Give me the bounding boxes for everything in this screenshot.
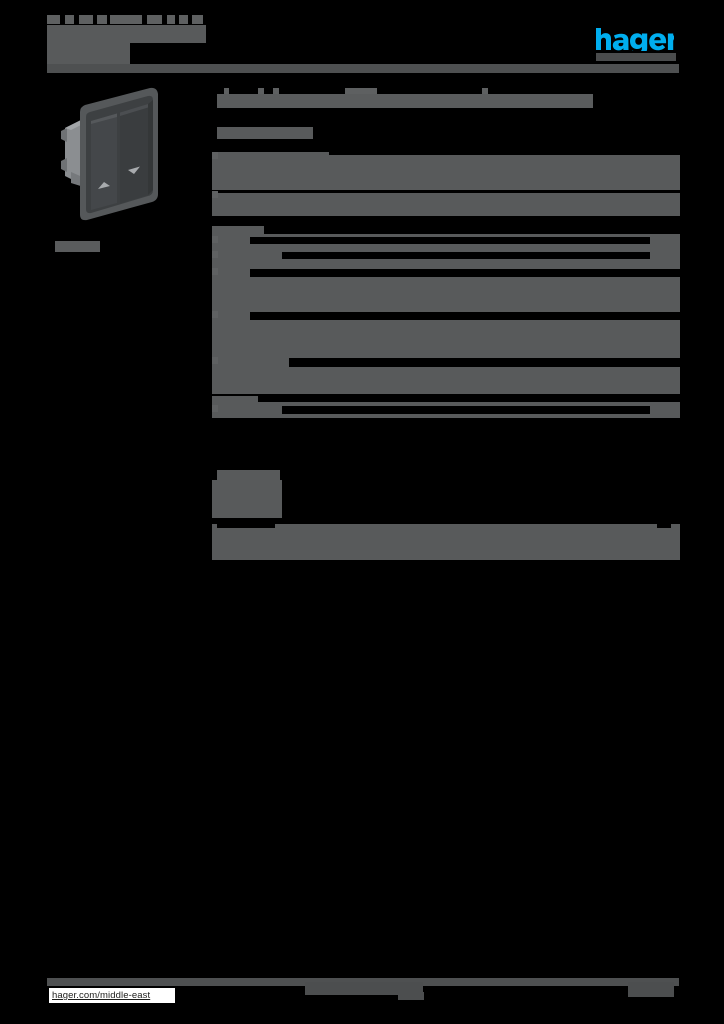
spec-band — [212, 152, 680, 190]
spec-band — [212, 372, 680, 394]
row-divider — [298, 190, 680, 193]
row-divider — [212, 216, 680, 226]
page-footer — [0, 968, 724, 1024]
title-fragment — [147, 15, 162, 24]
footer-url-link[interactable]: hager.com/middle-east — [49, 988, 175, 1003]
row-marker — [212, 311, 218, 318]
row-marker — [212, 268, 218, 275]
row-marker — [212, 357, 218, 364]
row-divider — [264, 226, 680, 234]
value-underline — [250, 237, 650, 244]
row-divider — [282, 504, 680, 518]
section-heading-fragment — [224, 88, 229, 95]
spec-band — [212, 282, 680, 308]
title-line-3 — [47, 43, 130, 65]
title-fragment — [79, 15, 93, 24]
row-label — [212, 480, 278, 504]
title-fragment — [47, 15, 60, 24]
value-underline — [289, 358, 680, 367]
row-divider — [657, 524, 671, 528]
section-subtitle — [217, 127, 313, 139]
row-marker — [212, 236, 218, 243]
row-label — [212, 396, 258, 402]
row-marker — [212, 152, 218, 159]
title-line-2 — [47, 25, 206, 43]
title-fragment — [97, 15, 107, 24]
row-divider — [282, 480, 680, 504]
hager-logo — [596, 27, 674, 51]
section-title — [217, 94, 593, 108]
value-underline — [282, 252, 650, 259]
section-heading-fragment — [482, 88, 488, 95]
lower-section-title — [217, 470, 280, 480]
lower-block — [212, 524, 680, 560]
spec-band — [212, 193, 680, 216]
page-header — [0, 0, 724, 78]
logo-underline — [596, 53, 676, 61]
title-fragment — [192, 15, 203, 24]
row-marker — [212, 251, 218, 258]
title-fragment — [65, 15, 74, 24]
row-marker — [212, 191, 218, 198]
value-underline — [282, 406, 650, 414]
row-marker — [212, 405, 218, 412]
value-underline — [250, 312, 680, 320]
header-divider — [47, 64, 679, 73]
section-heading-fragment — [273, 88, 279, 95]
footer-center-text — [305, 982, 423, 995]
footer-page-number — [628, 982, 674, 997]
value-underline — [250, 269, 680, 277]
product-image — [47, 84, 199, 234]
section-heading-fragment — [345, 88, 377, 95]
section-heading-fragment — [258, 88, 264, 95]
row-divider — [217, 524, 275, 528]
row-divider — [258, 394, 680, 402]
row-divider — [329, 152, 680, 155]
title-fragment — [110, 15, 142, 24]
footer-center-sub — [398, 992, 424, 1000]
spec-band — [212, 326, 680, 354]
title-fragment — [179, 15, 188, 24]
row-label — [212, 504, 276, 518]
section-gap — [212, 418, 680, 470]
product-reference — [55, 241, 100, 252]
title-fragment — [167, 15, 175, 24]
